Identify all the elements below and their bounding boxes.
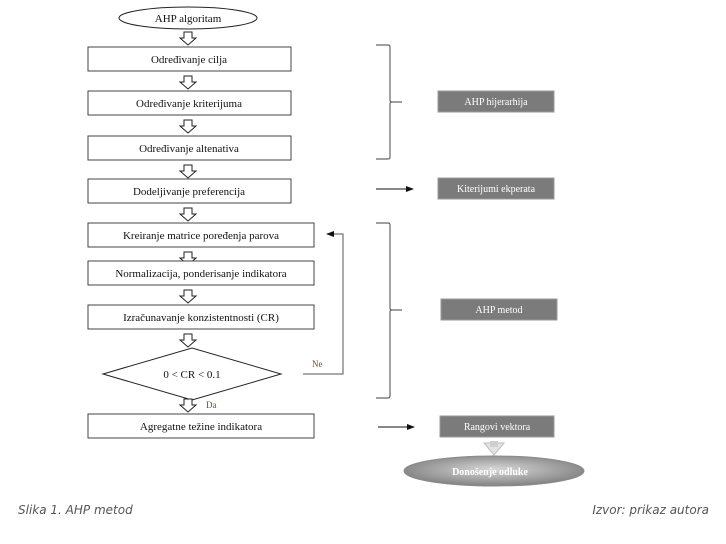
svg-text:Normalizacija, ponderisanje in: Normalizacija, ponderisanje indikatora xyxy=(115,268,286,280)
svg-text:Dodeljivanje preferencija: Dodeljivanje preferencija xyxy=(133,186,245,198)
flow-arrow-icon xyxy=(179,164,197,179)
start-node: AHP algoritam xyxy=(118,6,258,30)
svg-text:AHP metod: AHP metod xyxy=(475,305,522,316)
svg-text:AHP hijerarhija: AHP hijerarhija xyxy=(464,97,528,108)
decision-diamond: 0 < CR < 0.1 xyxy=(101,347,283,401)
svg-text:Određivanje cilja: Određivanje cilja xyxy=(151,54,227,66)
svg-text:Kreiranje matrice poređenja pa: Kreiranje matrice poređenja parova xyxy=(123,230,279,242)
brace-method xyxy=(376,222,402,399)
flow-arrow-icon xyxy=(179,31,197,46)
ahp-flowchart: AHP algoritam Određivanje cilja Određiva… xyxy=(87,6,585,487)
decision-ellipse: Donošenje odluke xyxy=(403,455,585,487)
chevron-down-icon xyxy=(482,441,506,456)
flow-arrow-yes-icon xyxy=(179,398,197,413)
flow-arrow-icon xyxy=(179,119,197,134)
decision-no-label: Ne xyxy=(312,359,323,369)
source-caption: Izvor: prikaz autora xyxy=(592,503,709,517)
step-box-aggregate-weights: Agregatne težine indikatora xyxy=(87,413,315,439)
step-box-preferences: Dodeljivanje preferencija xyxy=(87,178,292,204)
svg-text:Određivanje altenativa: Određivanje altenativa xyxy=(139,143,239,155)
step-box-criteria: Određivanje kriterijuma xyxy=(87,90,292,116)
brace-hierarchy xyxy=(376,44,402,160)
flow-arrow-icon xyxy=(179,333,197,348)
label-ahp-method: AHP metod xyxy=(440,298,558,321)
step-box-pairwise-matrix: Kreiranje matrice poređenja parova xyxy=(87,222,315,248)
svg-text:Izračunavanje konzistentnosti: Izračunavanje konzistentnosti (CR) xyxy=(123,312,279,324)
flow-arrow-icon xyxy=(179,289,197,304)
svg-text:Rangovi vektora: Rangovi vektora xyxy=(464,422,531,433)
svg-text:0 < CR < 0.1: 0 < CR < 0.1 xyxy=(163,369,220,381)
loop-back-connector xyxy=(303,231,344,375)
figure-caption: Slika 1. AHP metod xyxy=(18,503,133,517)
decision-yes-label: Da xyxy=(206,400,217,410)
label-rank-vectors: Rangovi vektora xyxy=(439,415,555,438)
step-box-alternatives: Određivanje altenativa xyxy=(87,135,292,161)
step-box-normalization: Normalizacija, ponderisanje indikatora xyxy=(87,260,315,286)
svg-text:Određivanje kriterijuma: Određivanje kriterijuma xyxy=(136,98,242,110)
svg-text:Donošenje odluke: Donošenje odluke xyxy=(452,467,528,478)
svg-text:Kiterijumi ekperata: Kiterijumi ekperata xyxy=(457,184,536,195)
start-label: AHP algoritam xyxy=(155,13,222,25)
label-expert-criteria: Kiterijumi ekperata xyxy=(437,177,555,200)
step-box-consistency: Izračunavanje konzistentnosti (CR) xyxy=(87,304,315,330)
flow-arrow-icon xyxy=(179,75,197,90)
svg-text:Agregatne težine indikatora: Agregatne težine indikatora xyxy=(140,421,262,433)
step-box-goal: Određivanje cilja xyxy=(87,46,292,72)
label-ahp-hierarchy: AHP hijerarhija xyxy=(437,90,555,113)
flow-arrow-icon xyxy=(179,207,197,222)
